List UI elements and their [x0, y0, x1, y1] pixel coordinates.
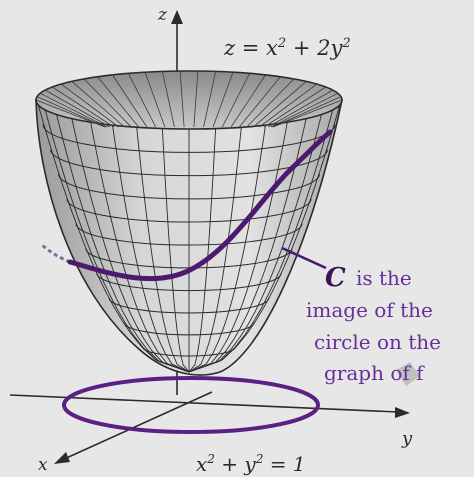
mesh-meridian — [71, 118, 190, 373]
mesh-meridian — [44, 109, 190, 373]
rim-hatch-line — [263, 86, 326, 128]
rim-hatch-line — [83, 78, 132, 128]
surface-equation: z = x2 + 2y2 — [223, 36, 351, 60]
surface-equation-sup2: 2 — [341, 36, 350, 51]
rim-hatch-line — [39, 92, 108, 128]
rim-hatch-line — [52, 86, 115, 128]
y-axis-line — [9, 394, 399, 413]
circle-equation-sup2: 2 — [255, 452, 264, 466]
rim-hatch-line — [144, 72, 166, 128]
rim-hatch-line — [162, 71, 175, 128]
curve-label-leader — [281, 246, 327, 270]
surface-equation-lhs: z = x — [223, 36, 278, 60]
z-axis-label: z — [157, 5, 168, 25]
rim-hatch-line — [203, 71, 216, 128]
mesh-meridian — [56, 114, 190, 373]
rim-hatch-line — [193, 70, 199, 128]
rim-hatch-line — [253, 81, 307, 128]
mesh-meridian — [161, 128, 190, 373]
circle-equation-rhs: = 1 — [263, 452, 305, 476]
circle-equation-x: x — [196, 452, 207, 476]
y-axis-arrow — [395, 407, 410, 418]
z-axis-arrow — [171, 10, 183, 24]
rim-hatch-line — [36, 96, 106, 128]
rim-hatch-line — [272, 96, 342, 128]
surface-equation-mid: + 2y — [286, 36, 343, 60]
rim-hatch-line — [179, 70, 185, 128]
rim-hatching — [35, 70, 343, 128]
annotation-line-2: image of the — [306, 298, 433, 322]
surface-equation-sup1: 2 — [277, 36, 286, 51]
handwritten-annotation: is the image of the circle on the graph … — [306, 266, 441, 385]
annotation-line-1: is the — [356, 266, 412, 290]
mesh-meridian — [188, 127, 242, 373]
mesh-meridian — [188, 122, 288, 373]
x-axis-line — [61, 391, 213, 461]
rim-hatch-line — [97, 76, 140, 128]
x-axis-label: x — [38, 455, 48, 475]
mesh-meridian — [90, 122, 190, 373]
circle-equation-sup1: 2 — [206, 452, 215, 466]
rim-hatch-line — [212, 72, 234, 128]
rim-hatch-line — [128, 73, 157, 128]
surface-mesh — [37, 104, 341, 373]
rim-hatch-line — [60, 83, 119, 128]
mesh-meridian — [136, 127, 190, 373]
mesh-meridian — [112, 125, 190, 373]
rim-hatch-line — [112, 74, 148, 128]
smudge-mark — [396, 362, 420, 386]
circle-equation-y: + y — [215, 452, 256, 476]
curve-label-c: C — [325, 263, 346, 293]
rim-hatch-line — [246, 78, 295, 128]
mesh-meridian — [188, 104, 341, 373]
rim-hatch-line — [267, 89, 333, 128]
rim-hatch-line — [221, 73, 250, 128]
rim-hatch-line — [259, 83, 318, 128]
rim-hatch-line — [270, 92, 339, 128]
curve-c-back — [41, 243, 71, 264]
rim-hatch-line — [272, 99, 343, 128]
rim-hatch-line — [238, 76, 281, 128]
x-axis-arrow — [54, 452, 70, 464]
rim-hatch-line — [71, 81, 125, 128]
mesh-meridian — [188, 109, 334, 373]
rim-hatch-line — [35, 99, 105, 128]
annotation-line-3: circle on the — [314, 330, 441, 354]
rim-hatch-line — [230, 74, 266, 128]
mesh-meridian — [37, 104, 190, 373]
rim-hatch-line — [45, 89, 111, 128]
mesh-meridian — [188, 125, 266, 373]
y-axis-label: y — [401, 428, 413, 449]
unit-circle-xy-plane — [62, 376, 320, 434]
curve-c — [67, 129, 333, 282]
mesh-meridian — [188, 114, 322, 373]
annotation-line-4: graph of f — [324, 361, 425, 385]
circle-equation: x2 + y2 = 1 — [196, 452, 306, 476]
